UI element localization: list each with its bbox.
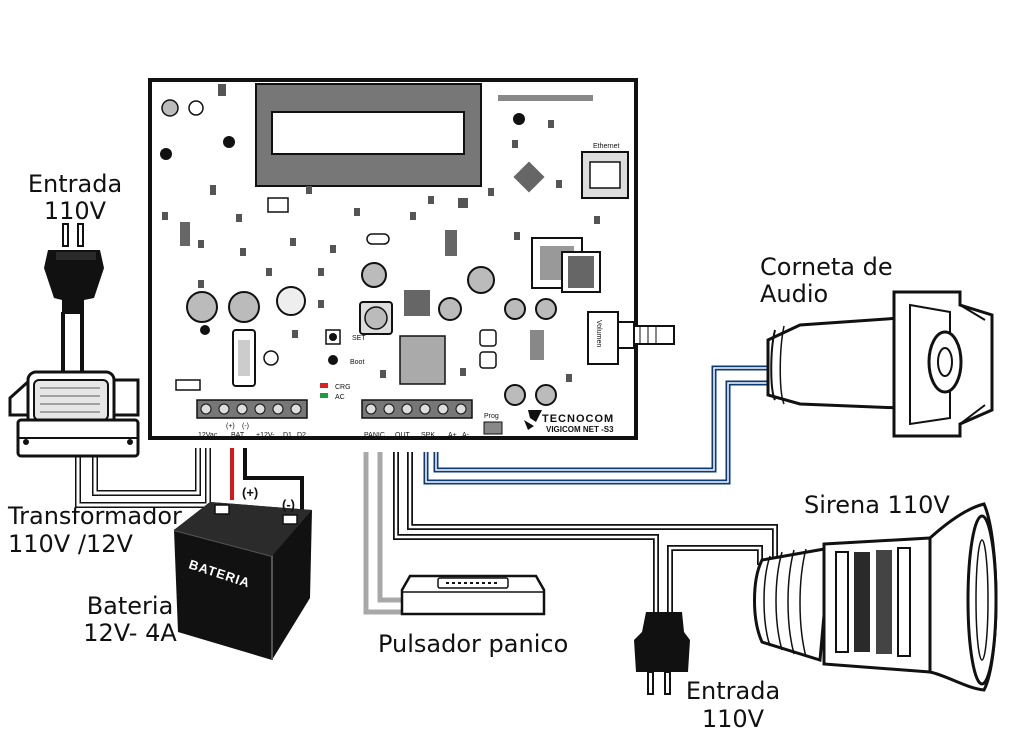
terminal-block-right: PANIC OUT SPK A+ A- (361, 399, 473, 439)
terminal-bat-minus: (-) (242, 423, 249, 430)
crg-label: CRG (335, 384, 351, 391)
set-label: SET (352, 335, 366, 342)
transformer-icon (8, 370, 140, 458)
siren-icon (753, 502, 998, 692)
wire-plug-transformer (61, 312, 84, 382)
battery-plus-label: (+) (242, 485, 258, 500)
panic-button-icon (400, 574, 546, 616)
transformador-label-2: 110V /12V (8, 530, 133, 558)
control-board: Ethernet Volumen (148, 78, 675, 440)
battery-icon: BATERIA (+) (-) (173, 485, 312, 660)
entrada-bottom-label-2: 110V (701, 705, 765, 733)
ethernet-label: Ethernet (593, 143, 620, 150)
bateria-label-2: 12V- 4A (83, 619, 177, 647)
terminal-a-minus: A- (462, 432, 470, 439)
plug-bottom-icon (634, 612, 690, 695)
entrada-left-label-1: Entrada (27, 170, 123, 198)
battery-minus-label: (-) (282, 497, 295, 512)
entrada-bottom-label-1: Entrada (685, 677, 781, 705)
terminal-out: OUT (395, 432, 411, 439)
terminal-panic: PANIC (364, 432, 385, 439)
bateria-label-1: Bateria (86, 592, 174, 620)
terminal-spk: SPK (421, 432, 435, 439)
terminal-block-left: 12Vac (+) (-) BAT +12V- D1 D2 (196, 399, 308, 439)
terminal-bat: BAT (231, 432, 245, 439)
terminal-d2: D2 (297, 432, 306, 439)
ac-label: AC (335, 394, 345, 401)
led-ac (320, 393, 328, 398)
corneta-label-2: Audio (760, 280, 829, 308)
wire-panic-1 (363, 452, 402, 615)
wire-plug-siren (667, 545, 763, 612)
tecnocom-logo-icon (524, 410, 542, 430)
plug-left-icon (44, 223, 104, 314)
wire-panic-2 (377, 452, 402, 603)
terminal-12v: +12V- (256, 432, 275, 439)
prog-connector (483, 421, 503, 435)
prog-label: Prog (484, 413, 499, 420)
boot-label: Boot (350, 359, 364, 366)
brand-label: TECNOCOM (542, 413, 614, 425)
volume-label: Volumen (595, 320, 602, 347)
corneta-label-1: Corneta de (760, 253, 893, 281)
led-crg (320, 383, 328, 388)
model-label: VIGICOM NET -S3 (546, 425, 614, 434)
terminal-a-plus: A+ (448, 432, 457, 439)
terminal-12vac: 12Vac (198, 432, 218, 439)
sirena-label: Sirena 110V (804, 491, 950, 519)
pulsador-label: Pulsador panico (378, 630, 569, 658)
entrada-left-label-2: 110V (43, 197, 107, 225)
terminal-bat-plus: (+) (226, 423, 235, 430)
speaker-horn-icon (766, 290, 994, 438)
terminal-d1: D1 (283, 432, 292, 439)
wires (61, 312, 778, 615)
wire-battery-negative (243, 448, 304, 522)
